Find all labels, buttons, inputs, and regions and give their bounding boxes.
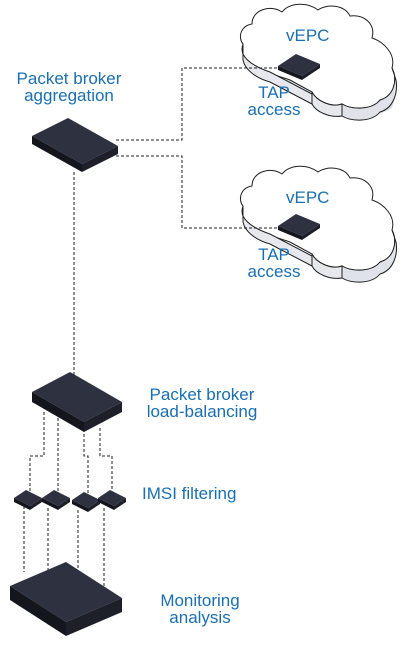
load-balancing-label: Packet broker load-balancing [132,386,272,420]
monitoring-label: Monitoring analysis [142,592,258,626]
aggregation-label-line1: Packet broker [16,69,122,88]
imsi-filter-device-3 [72,492,100,512]
imsi-filter-device-2 [42,490,70,510]
link-aggregation-tap1 [116,67,286,141]
tap-access-label-top-line1: TAP [258,83,290,102]
tap-device-2 [278,214,320,240]
aggregation-label: Packet broker aggregation [2,70,136,104]
load-balancing-label-line1: Packet broker [149,385,255,404]
load-balancing-label-line2: load-balancing [146,402,258,421]
link-lb-filter1 [29,412,45,494]
link-lb-filter3 [83,424,89,498]
packet-broker-aggregation-device [32,118,118,172]
tap-access-label-top-line2: access [247,100,301,119]
tap-access-label-bottom: TAP access [240,246,308,280]
vepc-label-bottom: vEPC [286,188,330,207]
tap-access-label-top: TAP access [240,84,308,118]
imsi-filter-device-1 [14,490,42,510]
monitoring-label-line2: analysis [169,608,231,627]
vepc-label-top: vEPC [286,26,330,45]
monitoring-label-line1: Monitoring [160,591,240,610]
tap-access-label-bottom-line2: access [247,262,301,281]
imsi-filtering-label: IMSI filtering [142,484,237,503]
link-lb-filter4 [99,428,113,494]
vepc-cloud-top [239,3,397,121]
tap-device-1 [278,54,320,80]
aggregation-label-line2: aggregation [24,86,114,105]
packet-broker-load-balancing-device [32,372,122,432]
tap-access-label-bottom-line1: TAP [258,245,290,264]
link-aggregation-tap2 [116,155,284,229]
vepc-cloud-bottom [239,165,397,283]
monitoring-analysis-device [10,562,122,636]
imsi-filter-device-4 [98,490,126,510]
